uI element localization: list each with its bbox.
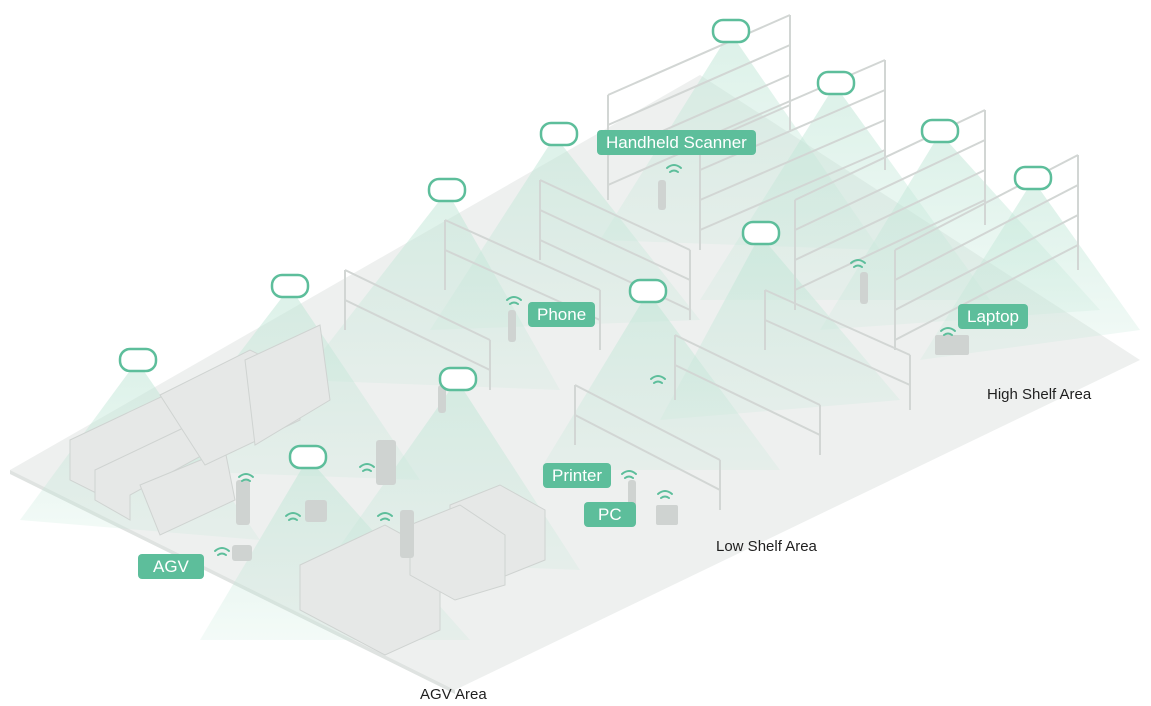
shelf-rack [764,289,911,410]
agv-robot [305,500,327,522]
pc-desk [656,505,678,525]
high-shelf-area-label: High Shelf Area [987,386,1092,403]
agv-label: AGV [138,554,204,579]
low-shelf-racks [344,179,911,510]
agv-robot [376,440,396,485]
agv-robot [232,545,252,561]
access-point-icon [1013,165,1053,191]
phone-label: Phone [528,302,596,327]
access-point-icon [741,220,781,246]
worker-figure [508,310,516,342]
wifi-icon [650,375,666,384]
agv-area-label: AGV Area [420,686,487,703]
coverage-cone [300,191,560,390]
laptop-label: Laptop [958,304,1028,329]
shelf-rack [344,269,491,390]
workers [232,180,969,561]
container-stack [139,449,236,536]
shelf-rack [894,154,1079,350]
wifi-icon [621,470,637,479]
wifi-icon [285,512,301,521]
access-point-icon [711,18,751,44]
shelf-rack [444,219,601,350]
wifi-icon [657,490,673,499]
handheld-scanner-label: Handheld Scanner [597,130,756,155]
shelf-rack [674,334,821,455]
pc-label: PC [584,502,636,527]
shelf-rack [794,109,986,310]
access-point-icon [118,347,158,373]
access-point-icon [920,118,960,144]
high-shelf-racks [607,14,1079,350]
shelf-rack [574,384,721,510]
wifi-icon [359,463,375,472]
worker-figure [860,272,868,304]
access-point-icon [288,444,328,470]
container-stack [409,504,506,601]
access-point-icon [270,273,310,299]
low-shelf-area-label: Low Shelf Area [716,538,817,555]
printer-label: Printer [543,463,612,488]
access-point-icon [816,70,856,96]
worker-figure [438,385,446,413]
wifi-icon [506,296,522,305]
wifi-signals [214,164,956,556]
shelf-rack [699,59,886,250]
agv-area-stacks [69,324,546,656]
access-points [118,18,1053,470]
access-point-icon [427,177,467,203]
agv-robot [400,510,414,558]
wifi-icon [214,547,230,556]
wifi-icon [850,259,866,268]
access-point-icon [438,366,478,392]
container-stack [244,324,331,446]
access-point-icon [539,121,579,147]
worker-figure [628,480,636,508]
wifi-icon [238,473,254,482]
access-point-icon [628,278,668,304]
wifi-icon [940,327,956,336]
shelf-rack [539,179,691,320]
laptop-desk [935,335,969,355]
wifi-icon [666,164,682,173]
worker-figure [658,180,666,210]
agv-robot [236,480,250,525]
wifi-icon [377,512,393,521]
